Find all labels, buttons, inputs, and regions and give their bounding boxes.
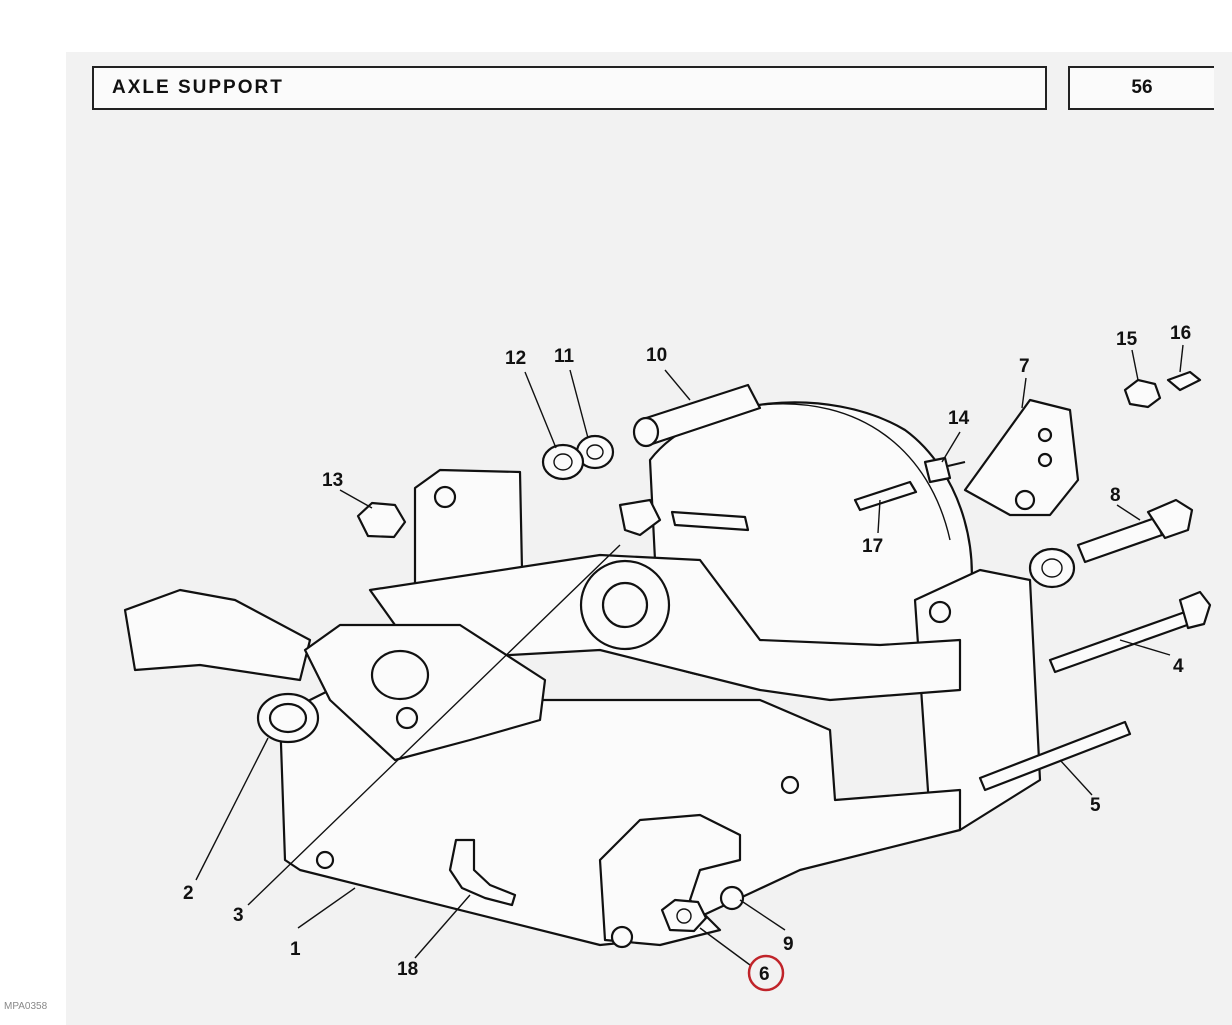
callout-7: 7 [1019,356,1030,377]
callout-4: 4 [1173,656,1184,677]
callout-17: 17 [862,536,883,557]
fitting-16 [1166,370,1202,392]
body-hole [780,775,800,795]
left-arm [123,588,312,682]
washer-8-hole [1041,558,1063,578]
bushing-3-bore [268,702,308,734]
bracket-7-hole-1 [1037,427,1053,443]
upper-arm [368,553,962,702]
bracket-7-hole-2 [1037,452,1053,468]
flange-hole [395,706,419,730]
callout-5: 5 [1090,795,1101,816]
washer-12-hole [553,453,573,471]
callout-18: 18 [397,959,418,980]
fitting-17 [853,480,918,512]
bracket-hole-right [719,885,745,911]
callout-14: 14 [948,408,970,429]
main-body [278,688,962,947]
grease-nipple-18 [448,838,517,907]
callout-10: 10 [646,345,667,366]
ring-housing-edge [759,403,951,541]
callout-11: 11 [554,346,575,367]
washer-8 [1028,547,1076,589]
callout-15: 15 [1116,329,1138,350]
title-box: AXLE SUPPORT [92,66,1047,110]
callout-13: 13 [322,470,343,491]
callout-1: 1 [290,939,301,960]
pivot-bore [601,581,649,629]
bolt-4-shank [1048,610,1192,674]
page-number: 56 [1131,77,1153,98]
bolt-4-head [1178,590,1212,630]
bracket-7 [963,398,1080,517]
flange-bore [370,649,430,701]
callout-16: 16 [1170,323,1191,344]
callout-8: 8 [1110,485,1121,506]
callout-6: 6 [759,964,770,985]
callout-3: 3 [233,905,244,926]
nut-15 [1123,378,1162,409]
pin-10-end [632,416,660,448]
fitting-pipe [670,510,750,532]
bolt-8-head [1146,498,1194,540]
page-number-box: 56 [1068,66,1214,110]
nut-6 [660,898,708,933]
callout-9: 9 [783,934,794,955]
callout-2: 2 [183,883,194,904]
page-title: AXLE SUPPORT [112,77,284,98]
drawing-reference-code: MPA0358 [4,1001,48,1012]
tower-hole [433,485,457,509]
center-flange [303,623,547,762]
body-hole-left [315,850,335,870]
highlight-circle [747,954,785,992]
block-14-stud [947,461,966,467]
nut-6-bore [676,908,692,924]
pillar-hole [928,600,952,624]
nut-13 [356,501,407,539]
block-14 [923,456,952,484]
stud-5 [978,720,1132,792]
leader-lines [195,344,1184,966]
washer-11-hole [586,444,604,460]
bracket-hole-left [610,925,634,949]
washer-12 [541,443,585,481]
elbow-fitting [618,498,662,537]
bolt-8-shank [1076,516,1164,564]
lower-bracket [598,813,742,947]
bracket-7-hole-3 [1014,489,1036,511]
callout-12: 12 [505,348,526,369]
